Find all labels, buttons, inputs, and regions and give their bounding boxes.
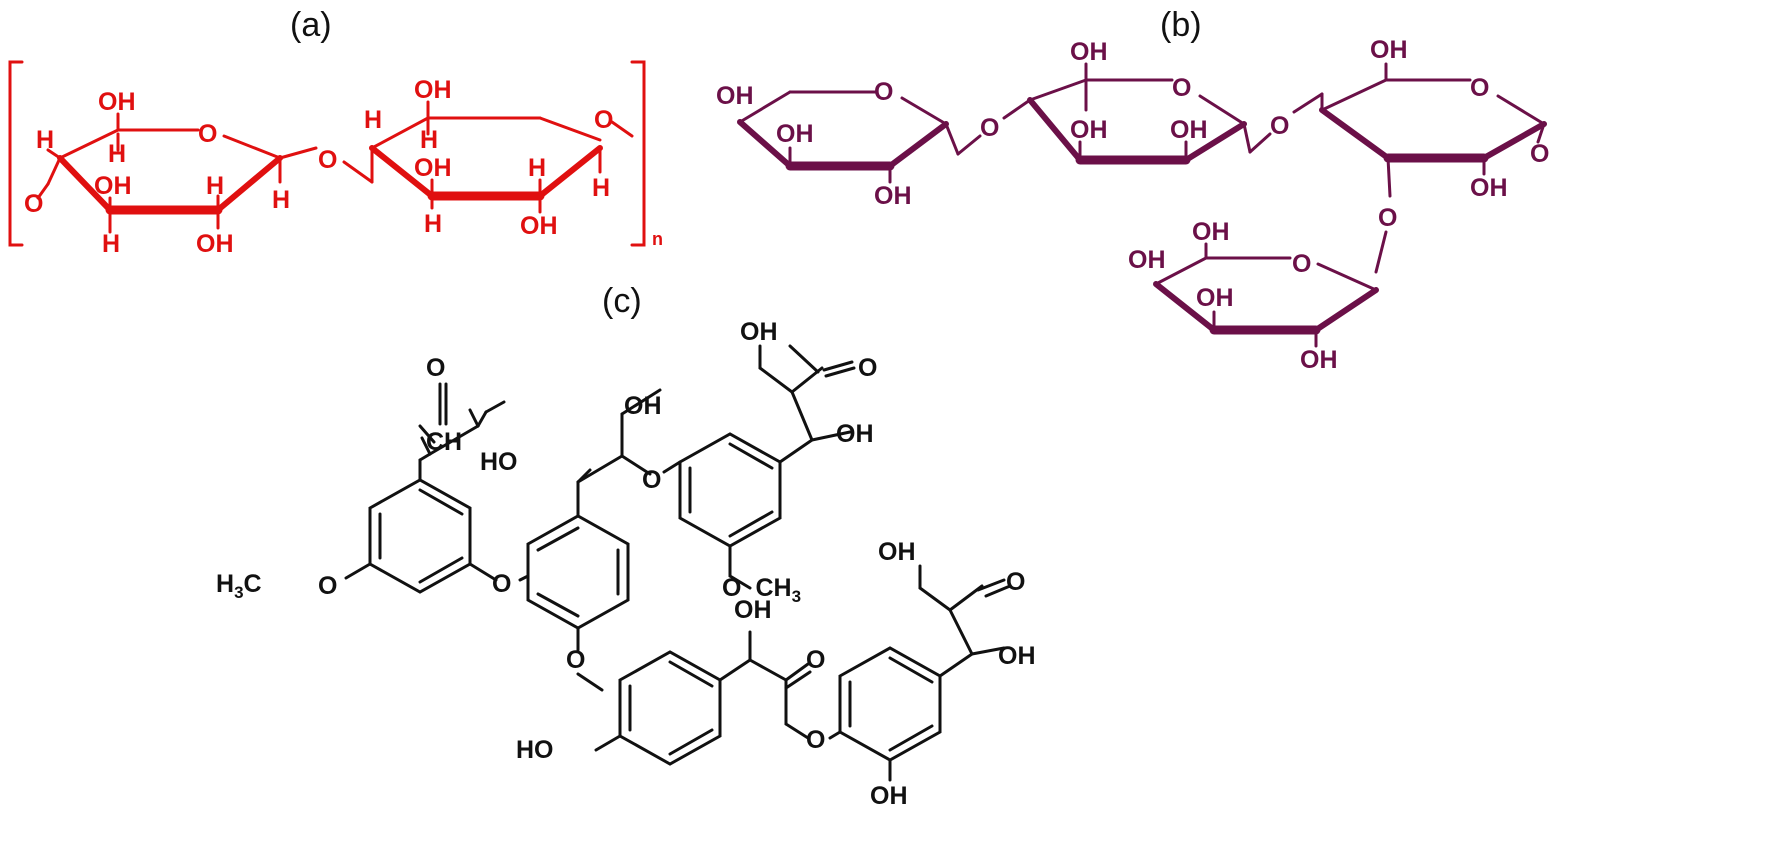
- label-o-b5: O: [1470, 74, 1489, 102]
- label-o-a2: O: [24, 190, 43, 218]
- label-o-b3: O: [1172, 74, 1191, 102]
- label-o-b2: O: [980, 114, 999, 142]
- label-h-a4: H: [206, 172, 224, 200]
- label-oh-c3: OH: [836, 420, 874, 448]
- label-oh-b5: OH: [1070, 116, 1108, 144]
- label-o-c4: O: [642, 466, 661, 494]
- cellulose-structure: [8, 60, 646, 247]
- label-oh-c1: OH: [624, 392, 662, 420]
- label-oh-c2: OH: [740, 318, 778, 346]
- label-o-b8: O: [1292, 250, 1311, 278]
- caption-b: (b): [1160, 6, 1202, 44]
- label-oh-b12: OH: [1300, 346, 1338, 374]
- label-oh-a6: OH: [520, 212, 558, 240]
- label-o-a1: O: [198, 120, 217, 148]
- label-n-subscript: n: [652, 229, 663, 249]
- hemicellulose-structure: [737, 62, 1547, 348]
- caption-a: (a): [290, 6, 332, 44]
- label-oh-a5: OH: [414, 154, 452, 182]
- label-ho-c1: HO: [480, 448, 518, 476]
- label-h-a10: H: [592, 174, 610, 202]
- label-o-c7: O: [566, 646, 585, 674]
- label-o-b4: O: [1270, 112, 1289, 140]
- label-h-a7: H: [420, 126, 438, 154]
- label-o-b6: O: [1530, 140, 1549, 168]
- label-ch-c1: CH: [426, 428, 462, 456]
- label-h-a2: H: [36, 126, 54, 154]
- label-o-b7: O: [1378, 204, 1397, 232]
- label-oh-b6: OH: [1170, 116, 1208, 144]
- label-o-a3: O: [318, 146, 337, 174]
- label-h-a9: H: [528, 154, 546, 182]
- label-o-c2: O: [318, 572, 337, 600]
- right-bracket: [630, 60, 646, 247]
- lignin-structure: [344, 344, 1012, 782]
- label-ho-c2: HO: [516, 736, 554, 764]
- label-h3c: H3C: [216, 570, 262, 602]
- caption-c: (c): [602, 282, 642, 320]
- label-oh-c6: OH: [998, 642, 1036, 670]
- label-oh-a4: OH: [414, 76, 452, 104]
- label-oh-b3: OH: [874, 182, 912, 210]
- hemicellulose-labels: OH O OH OH O OH O OH OH O OH O O OH O OH…: [716, 36, 1549, 374]
- label-oh-b7: OH: [1370, 36, 1408, 64]
- left-bracket: [8, 60, 24, 247]
- label-oh-b1: OH: [716, 82, 754, 110]
- label-oh-a1: OH: [98, 88, 136, 116]
- label-o-c10: O: [1006, 568, 1025, 596]
- label-oh-b10: OH: [1128, 246, 1166, 274]
- label-oh-b4: OH: [1070, 38, 1108, 66]
- label-o-b1: O: [874, 78, 893, 106]
- label-oh-b11: OH: [1196, 284, 1234, 312]
- label-oh-b2: OH: [776, 120, 814, 148]
- cellulose-labels: OH H O H O OH H H OH H O H OH H OH H H O…: [24, 76, 663, 258]
- label-oh-a3: OH: [196, 230, 234, 258]
- label-oh-a2: OH: [94, 172, 132, 200]
- label-o-c9: O: [806, 726, 825, 754]
- label-o-c1: O: [426, 354, 445, 382]
- label-h-a1: H: [108, 140, 126, 168]
- label-o-c5: O: [858, 354, 877, 382]
- label-oh-c4: OH: [734, 596, 772, 624]
- label-oh-b9: OH: [1192, 218, 1230, 246]
- label-h-a5: H: [272, 186, 290, 214]
- label-oh-b8: OH: [1470, 174, 1508, 202]
- label-oh-c7: OH: [870, 782, 908, 810]
- label-o-a4: O: [594, 106, 613, 134]
- label-o-c8: O: [806, 646, 825, 674]
- label-h-a6: H: [364, 106, 382, 134]
- label-h-a8: H: [424, 210, 442, 238]
- label-oh-c5: OH: [878, 538, 916, 566]
- label-h-a3: H: [102, 230, 120, 258]
- label-o-c3: O: [492, 570, 511, 598]
